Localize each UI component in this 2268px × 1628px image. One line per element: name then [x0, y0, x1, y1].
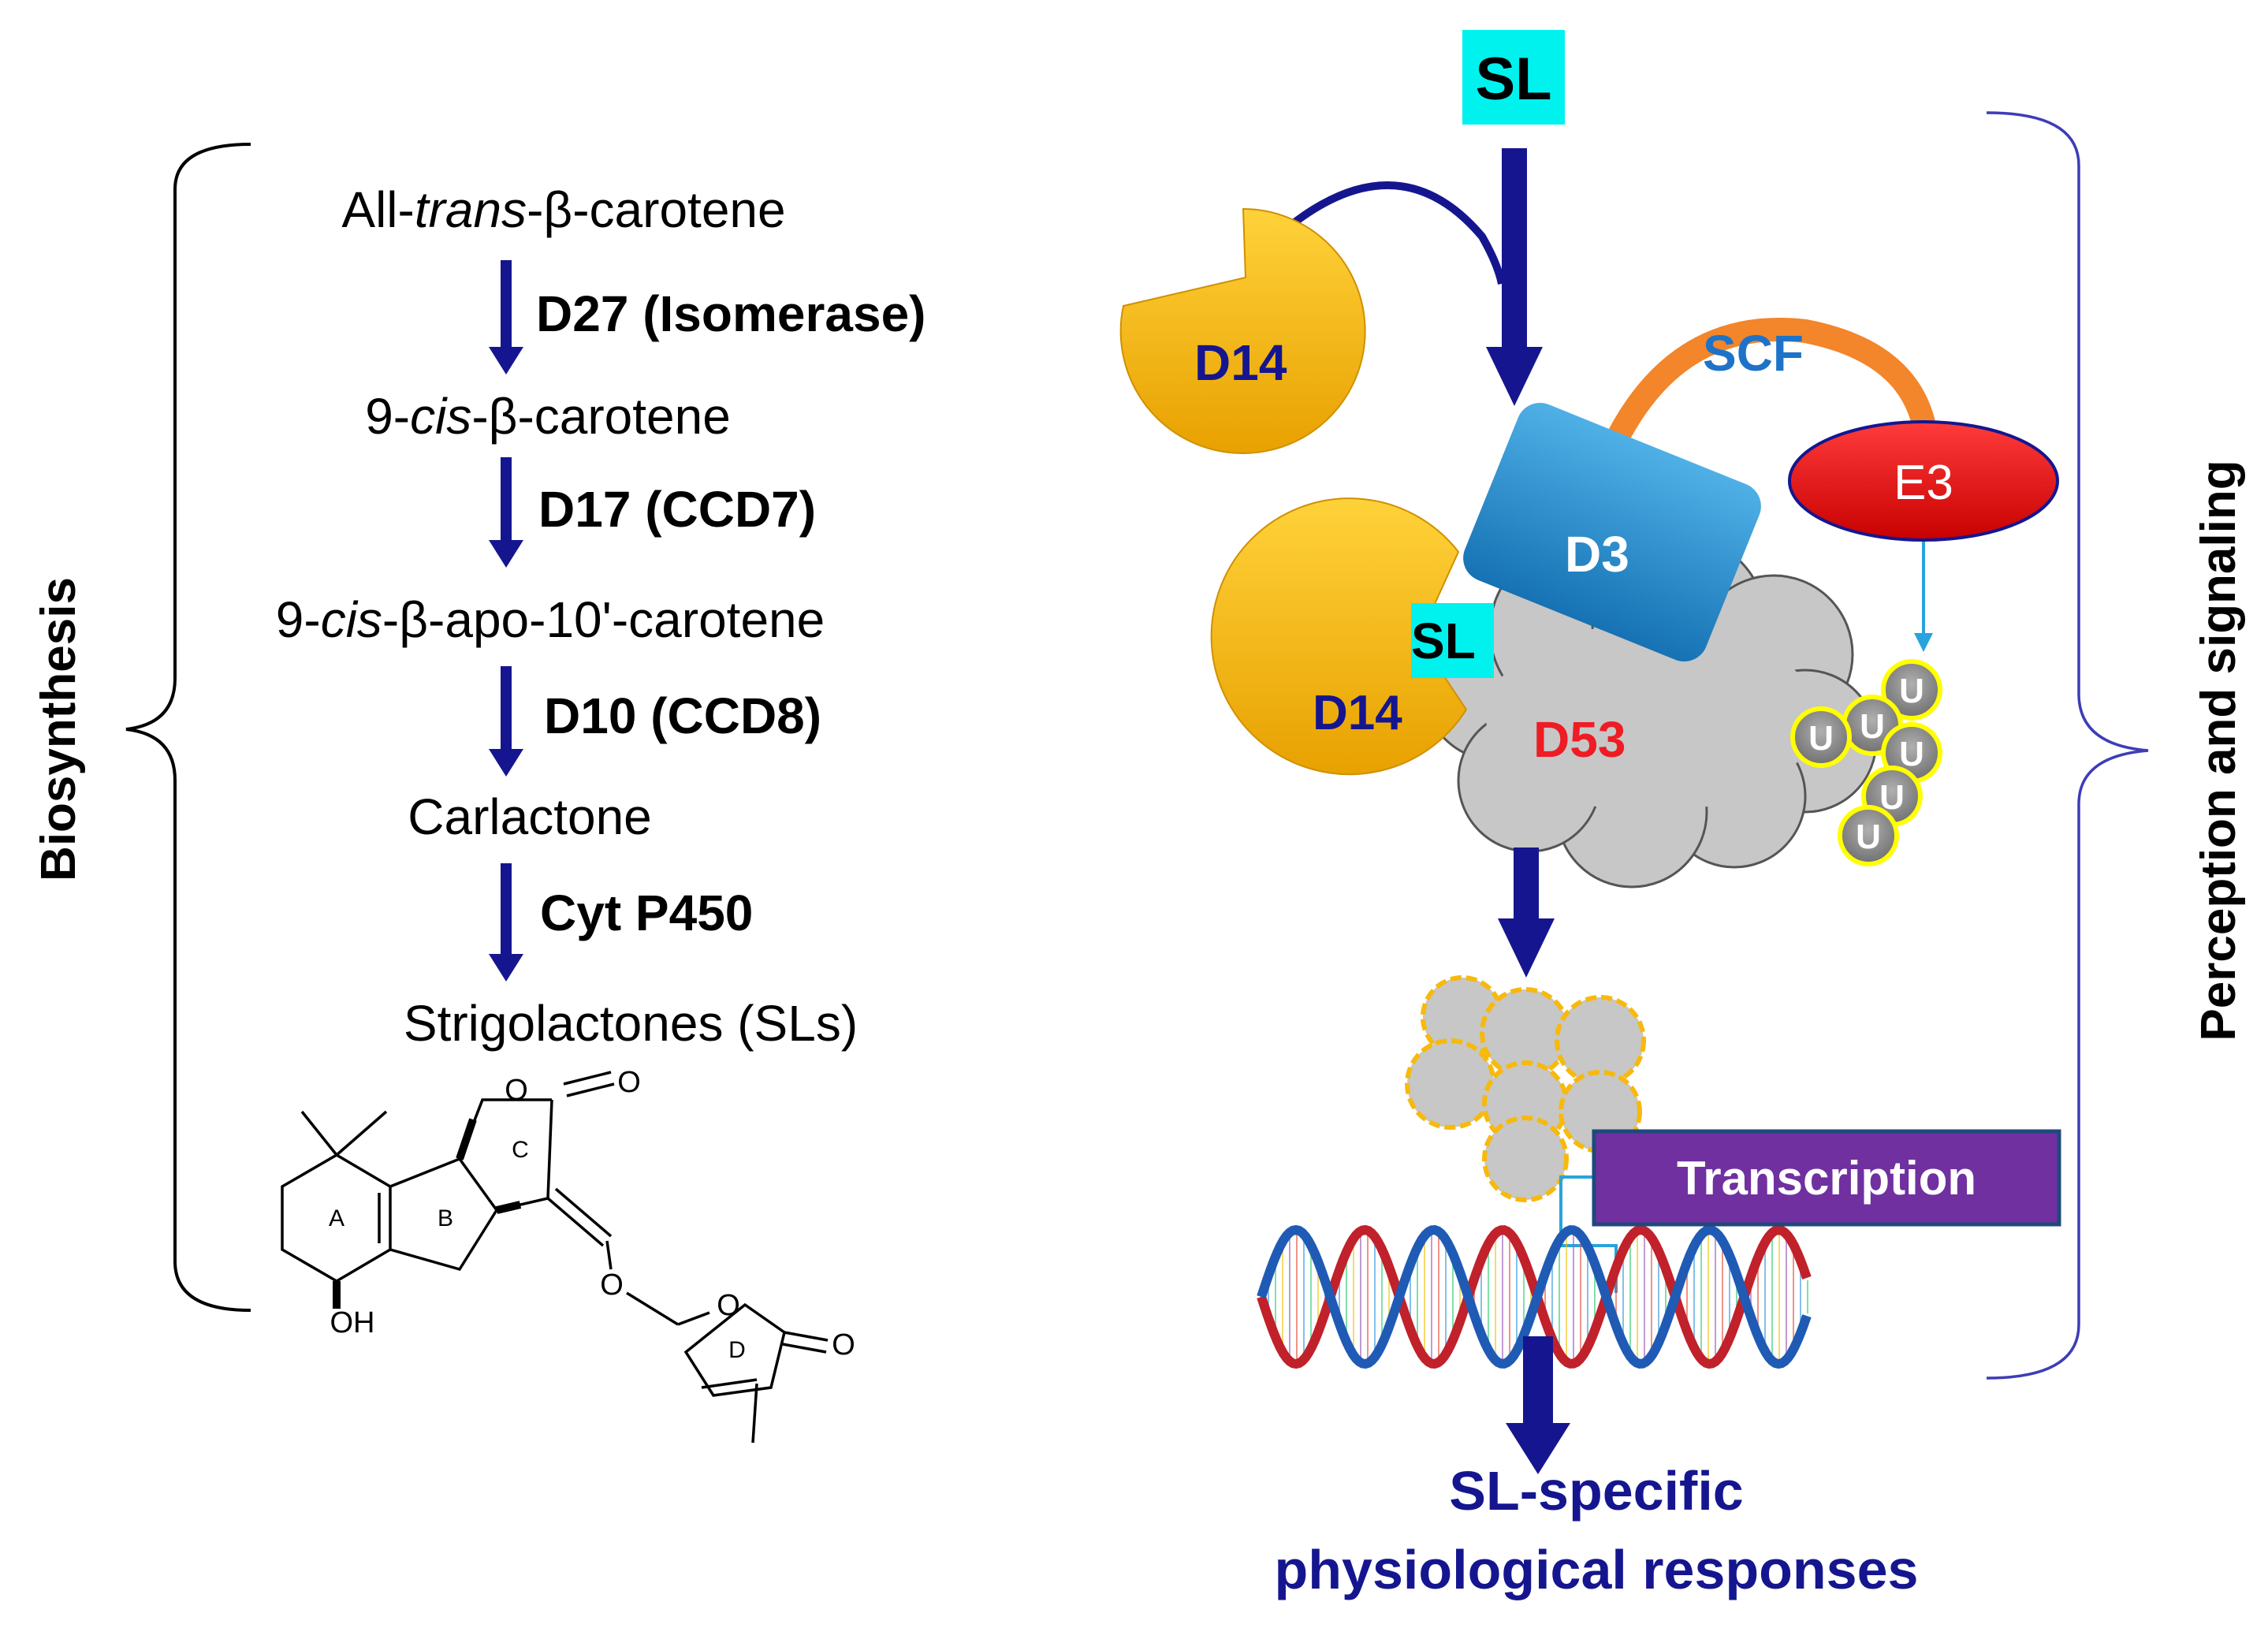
- arrow-step-1: [489, 260, 523, 374]
- transcription-box: [1592, 1129, 2061, 1227]
- strigolactone-structure: [281, 1071, 829, 1444]
- perception-brace: [1986, 111, 2149, 1380]
- degraded-d53-fragments: [1405, 975, 1646, 1202]
- ubiquitin-label: U: [1899, 672, 1924, 710]
- scf-label: SCF: [1703, 325, 1804, 382]
- compound-carlactone: Carlactone: [408, 788, 652, 845]
- oxygen-carbonyl-d: O: [832, 1328, 855, 1362]
- e3-ellipse: [1788, 420, 2059, 542]
- d14-free-shape: [1119, 207, 1366, 454]
- ubiquitin-chain: U U U U U U: [1790, 659, 1942, 866]
- biosynthesis-brace: [125, 143, 251, 1312]
- response-line-1: SL-specific: [1449, 1460, 1743, 1522]
- enzyme-d17: D17 (CCD7): [538, 481, 816, 538]
- compound-apo-carotene: 9-cis-β-apo-10'-carotene: [276, 591, 825, 648]
- d14-bound-label: D14: [1313, 686, 1402, 740]
- arrow-step-3: [489, 666, 523, 777]
- enzyme-d10: D10 (CCD8): [544, 687, 821, 744]
- dna-helix: [1257, 1224, 1812, 1369]
- ubiquitin: U: [1838, 805, 1899, 866]
- degradation-arrow: [1498, 848, 1555, 978]
- oxygen-ring-d: O: [717, 1289, 740, 1322]
- ring-label-d: D: [728, 1337, 746, 1363]
- dna-strand: [1257, 1224, 1812, 1369]
- ring-label-b: B: [438, 1205, 453, 1231]
- e3-label: E3: [1894, 456, 1953, 510]
- d14-bound-shape: [1210, 497, 1468, 776]
- enzyme-cyt-p450: Cyt P450: [540, 885, 753, 941]
- ubiquitin-label: U: [1860, 707, 1885, 746]
- dna-strand: [1257, 1224, 1812, 1369]
- biosynthesis-label: Biosynthesis: [32, 577, 86, 881]
- ubiquitin-label: U: [1899, 735, 1924, 773]
- scf-arc: [1597, 318, 1939, 463]
- perception-label: Perception and signaling: [2192, 460, 2246, 1041]
- ring-label-c: C: [512, 1137, 529, 1163]
- sl-bound-label: SL: [1411, 613, 1476, 669]
- enzyme-d27: D27 (Isomerase): [536, 285, 925, 342]
- sl-top-label: SL: [1475, 46, 1551, 113]
- compound-9-cis-beta-carotene: 9-cis-β-carotene: [365, 388, 731, 445]
- transcription-label: Transcription: [1677, 1152, 1976, 1205]
- response-arrow: [1506, 1336, 1570, 1474]
- arrow-step-4: [489, 863, 523, 982]
- d14-free-label: D14: [1194, 334, 1287, 391]
- d53-label: D53: [1533, 711, 1626, 768]
- hydroxyl-group: OH: [330, 1306, 375, 1339]
- perception-panel: Perception and signaling SL D14 SCF: [1119, 30, 2246, 1600]
- biosynthesis-panel: Biosynthesis All-trans-β-carotene 9-cis-…: [32, 143, 925, 1444]
- compound-strigolactones: Strigolactones (SLs): [404, 995, 858, 1052]
- ubiquitin-label: U: [1808, 719, 1834, 758]
- sl-top-box: [1462, 30, 1565, 125]
- oxygen-ring-c: O: [505, 1074, 528, 1107]
- ubiquitin: U: [1881, 659, 1942, 721]
- ring-label-a: A: [329, 1205, 344, 1231]
- sl-bound-box: [1411, 603, 1494, 678]
- d53-cloud-fill: [1486, 623, 1817, 812]
- biosynthesis-arrows: [489, 260, 523, 982]
- compound-beta-carotene: All-trans-β-carotene: [341, 181, 785, 238]
- sl-input-arrow: [1486, 148, 1543, 406]
- oxygen-ether: O: [600, 1268, 624, 1302]
- arrow-step-2: [489, 457, 523, 568]
- d14-binding-curve: [1274, 181, 1506, 285]
- ubiquitin: U: [1790, 706, 1852, 768]
- d3-box: [1463, 402, 1761, 662]
- d3-label: D3: [1565, 526, 1629, 583]
- ubiquitin-label: U: [1856, 818, 1881, 856]
- response-line-2: physiological responses: [1275, 1539, 1919, 1600]
- oxygen-carbonyl-c: O: [617, 1066, 641, 1099]
